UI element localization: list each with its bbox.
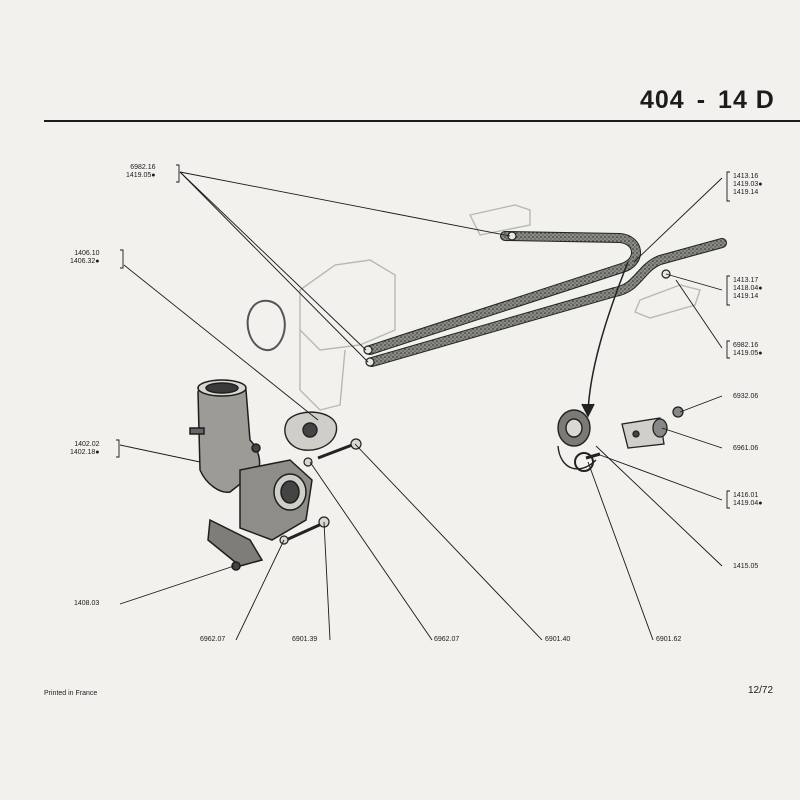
ref-label-hose-upper: 1413.16 1419.03● 1419.14: [733, 173, 763, 197]
gasket-plate: [284, 411, 338, 451]
ref-number: 1402.02: [74, 441, 100, 448]
ref-number: 6961.06: [733, 445, 759, 452]
ref-number: 1419.05●: [733, 350, 763, 357]
page-header: 404-14 D: [640, 86, 775, 115]
ref-number: 6982.16: [733, 342, 759, 349]
ref-number: 1419.04●: [733, 500, 763, 507]
gasket-ring: [246, 299, 286, 352]
assembly-arrow: [581, 261, 629, 418]
ref-label-washer-1: 6962.07: [200, 636, 225, 644]
ref-label-washer-3: 6961.06: [733, 445, 758, 453]
ref-label-housing: 1402.02 1402.18●: [70, 441, 100, 457]
ref-number: 1419.05●: [126, 172, 156, 179]
drain-valve: [557, 409, 601, 472]
bracket-assembly: [621, 406, 684, 449]
ref-number: 6932.06: [733, 393, 759, 400]
ref-number: 1418.04●: [733, 285, 763, 292]
ref-number: 1406.32●: [70, 258, 100, 265]
ref-number: 1408.03: [74, 600, 100, 607]
heater-hoses: [365, 231, 727, 367]
ref-number: 6962.07: [434, 636, 460, 643]
header-dash: -: [696, 86, 707, 114]
ref-number: 1416.01: [733, 492, 759, 499]
ref-number: 6982.16: [130, 164, 156, 171]
ref-number: 1402.18●: [70, 449, 100, 456]
ref-number: 1419.14: [733, 189, 759, 196]
leader-lines: [119, 171, 723, 641]
ref-brackets: [116, 164, 730, 509]
ref-number: 1415.05: [733, 563, 759, 570]
ref-label-plug: 1408.03: [74, 600, 99, 608]
ref-label-hose-clamp-right: 6982.16 1419.05●: [733, 342, 763, 358]
ref-label-bolt-3: 6901.62: [656, 636, 681, 644]
header-rule: [44, 120, 800, 122]
ref-number: 1413.17: [733, 277, 759, 284]
ref-number: 1419.03●: [733, 181, 763, 188]
ref-label-hose-lower: 1413.17 1418.04● 1419.14: [733, 277, 763, 301]
ref-label-hose-clamp-left: 6982.16 1419.05●: [126, 164, 156, 180]
ref-label-nut: 6932.06: [733, 393, 758, 401]
bolts: [279, 438, 362, 545]
ref-number: 6901.39: [292, 636, 318, 643]
page-number: 12/72: [748, 685, 774, 696]
model-number: 404: [640, 86, 685, 114]
ref-number: 6962.07: [200, 636, 226, 643]
ref-number: 6901.40: [545, 636, 571, 643]
engine-outline: [299, 204, 701, 411]
ref-number: 1413.16: [733, 173, 759, 180]
ref-label-valve: 1416.01 1419.04●: [733, 492, 763, 508]
thermostat-housing: [189, 379, 313, 571]
ref-number: 6901.62: [656, 636, 682, 643]
ref-number: 1419.14: [733, 293, 759, 300]
printed-in-france: Printed in France: [44, 690, 98, 697]
model-variant: 14 D: [718, 86, 775, 114]
ref-label-bolt-1: 6901.39: [292, 636, 317, 644]
ref-label-seal: 1415.05: [733, 563, 758, 571]
ref-label-bolt-2: 6901.40: [545, 636, 570, 644]
ref-label-gasket: 1406.10 1406.32●: [70, 250, 100, 266]
ref-label-washer-2: 6962.07: [434, 636, 459, 644]
ref-number: 1406.10: [74, 250, 100, 257]
